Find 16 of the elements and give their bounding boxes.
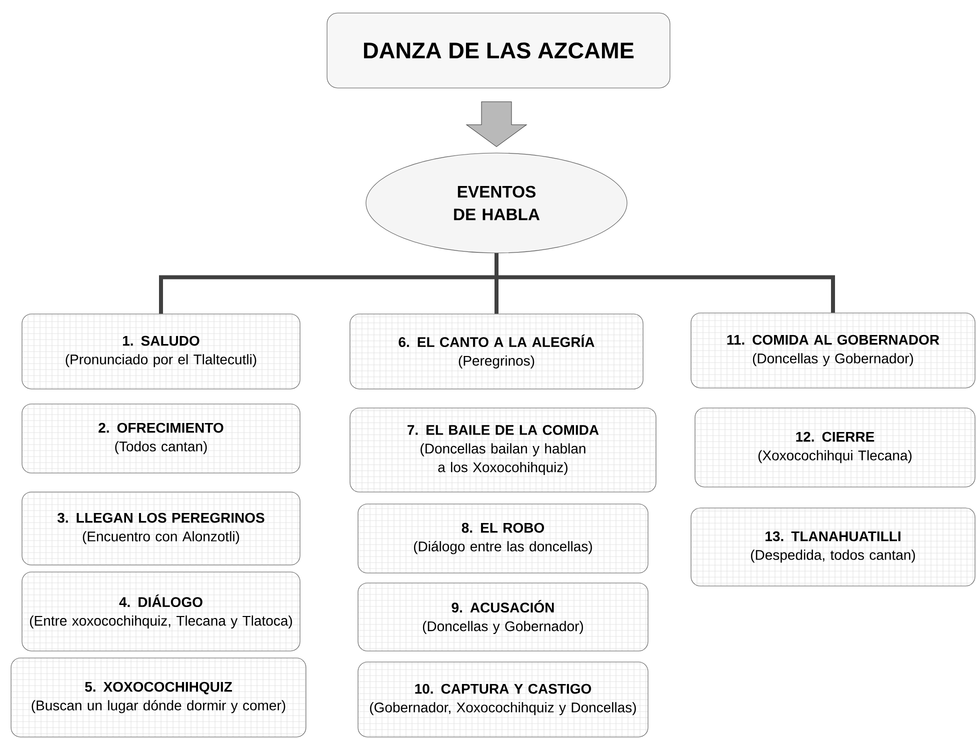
block-arrow [466, 101, 528, 148]
title-box: DANZA DE LAS AZCAME [326, 12, 670, 88]
event-box: 6. EL CANTO A LA ALEGRÍA (Peregrinos) [350, 314, 644, 390]
event-box: 10. CAPTURA Y CASTIGO (Gobernador, Xoxocochihquiz y Doncellas) [358, 662, 648, 738]
event-box: 1. SALUDO (Pronunciado por el Tlaltecutli) [22, 314, 300, 390]
event-box: 9. ACUSACIÓN (Doncellas y Gobernador) [358, 582, 648, 652]
event-box: 3. LLEGAN LOS PEREGRINOS (Encuentro con Alonzotli) [22, 492, 300, 566]
event-box: 7. EL BAILE DE LA COMIDA (Doncellas bailan y hablan a los Xoxocohihquiz) [350, 408, 656, 492]
connector-line [494, 253, 835, 313]
event-box: 2. OFRECIMIENTO (Todos cantan) [22, 404, 300, 474]
event-box: 5. XOXOCOCHIHQUIZ (Buscan un lugar dónde dormir y comer) [10, 658, 306, 738]
event-box: 11. COMIDA AL GOBERNADOR (Doncellas y Gobernador) [690, 312, 976, 388]
event-box: 13. TLANAHUATILLI (Despedida, todos cantan) [690, 508, 976, 586]
event-box: 12. CIERRE (Xoxocochihqui Tlecana) [694, 408, 976, 488]
event-box: 8. EL ROBO (Diálogo entre las doncellas) [358, 504, 648, 574]
event-box: 4. DIÁLOGO (Entre xoxocochihquiz, Tlecana y Tlatoca) [22, 572, 300, 652]
